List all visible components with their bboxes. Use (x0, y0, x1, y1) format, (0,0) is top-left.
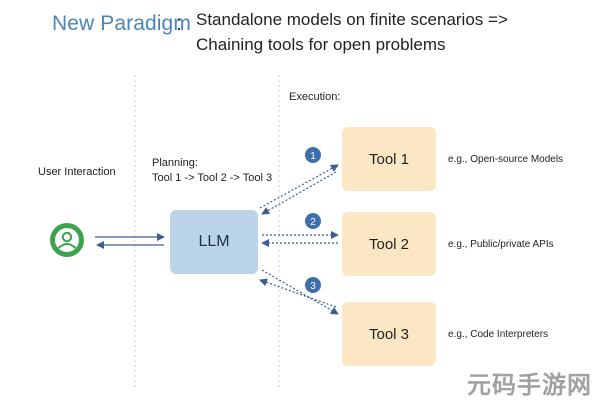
step-badge-1-label: 1 (310, 151, 316, 162)
step-badge-1: 1 (305, 147, 321, 163)
llm-label: LLM (198, 233, 230, 250)
step-badge-2: 2 (305, 213, 321, 229)
arrow-tool1-to-llm (261, 171, 337, 215)
execution-label: Execution: (289, 91, 341, 103)
tool-3-box: Tool 3 (342, 302, 436, 366)
step-badge-3: 3 (305, 277, 321, 293)
arrow-llm-to-tool1 (259, 164, 339, 209)
tool-2-box: Tool 2 (342, 212, 436, 276)
arrow-llm-to-tool3 (261, 269, 339, 315)
paradigm-colon: : (176, 12, 182, 35)
tool-1-label: Tool 1 (368, 150, 410, 168)
step-badge-2-label: 2 (310, 217, 316, 228)
planning-title: Planning: (152, 157, 198, 169)
heading-line-2: Chaining tools for open problems (196, 35, 446, 54)
tool-2-example: e.g., Public/private APIs (448, 239, 554, 250)
llm-box: LLM (170, 210, 258, 274)
paradigm-title: New Paradigm (52, 12, 191, 35)
tool-2-label: Tool 2 (368, 235, 410, 253)
tool-3-label: Tool 3 (368, 325, 410, 343)
arrow-tool3-to-llm (259, 278, 337, 308)
step-badge-3-label: 3 (310, 281, 316, 292)
user-interaction-label: User Interaction (38, 166, 116, 178)
user-icon (50, 223, 84, 257)
tool-1-box: Tool 1 (342, 127, 436, 191)
tool-1-example: e.g., Open-source Models (448, 154, 564, 165)
planning-sequence: Tool 1 -> Tool 2 -> Tool 3 (152, 172, 273, 184)
heading-line-1: Standalone models on finite scenarios => (196, 10, 508, 29)
watermark-logo: 元码手游网 (467, 371, 592, 399)
tool-3-example: e.g., Code Interpreters (448, 329, 549, 340)
planning-label: Planning: Tool 1 -> Tool 2 -> Tool 3 (152, 156, 272, 186)
